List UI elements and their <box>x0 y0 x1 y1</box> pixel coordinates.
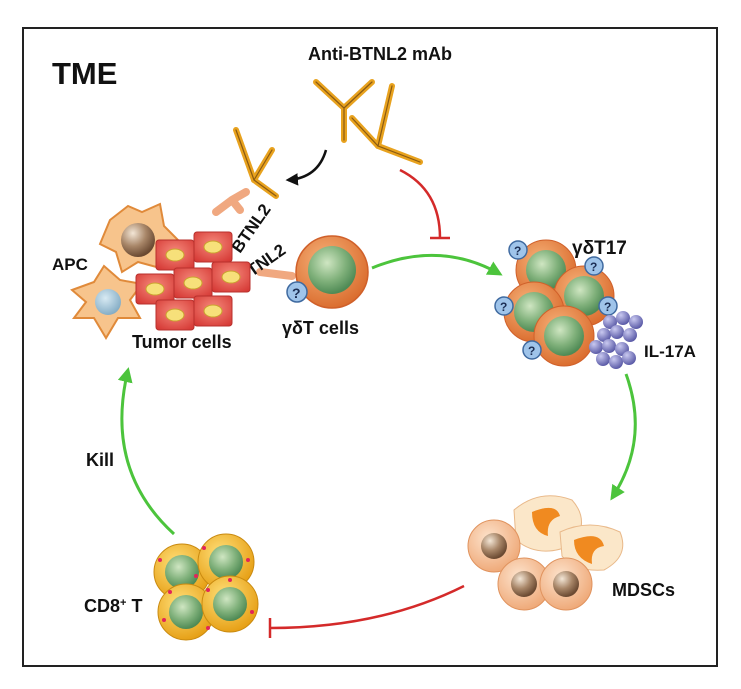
tumor-cells-label: Tumor cells <box>132 332 232 352</box>
antibody-right-icon <box>349 83 423 165</box>
mdscs-cluster <box>467 495 624 611</box>
tumor-cell-icon <box>211 261 251 293</box>
tcr-receptor-icon: ? <box>508 240 528 260</box>
tumor-cell-icon <box>193 295 233 327</box>
svg-text:?: ? <box>292 285 301 301</box>
bound-antibody-icon <box>233 127 279 199</box>
apc-cell-lower-icon <box>70 264 144 340</box>
activation-arrow-gdt17-to-mdscs <box>610 373 637 501</box>
mdsc-cell-icon <box>497 557 551 611</box>
granule-dots <box>158 546 254 630</box>
tumor-cells-cluster <box>135 231 251 331</box>
gdt-cell-icon: ? <box>286 235 369 309</box>
btnl2-receptor-upper-icon <box>212 188 250 216</box>
cd8-t-cell-cluster <box>153 533 259 641</box>
tcr-receptor-icon: ? <box>522 340 542 360</box>
tcr-receptor-icon: ? <box>598 296 618 316</box>
anti-btnl2-antibody-pair <box>313 79 423 165</box>
inhibition-mdscs-to-cd8 <box>268 584 465 638</box>
il17a-cytokine-cluster <box>589 311 643 369</box>
tumor-cell-icon <box>155 239 195 271</box>
gdt-cells-label: γδT cells <box>282 318 359 338</box>
mdscs-label: MDSCs <box>612 580 675 600</box>
activation-arrow-gdt-to-gdt17 <box>371 253 503 276</box>
svg-text:?: ? <box>590 260 597 274</box>
tumor-cell-icon <box>173 267 213 299</box>
svg-text:?: ? <box>528 344 535 358</box>
tumor-cell-icon <box>193 231 233 263</box>
tcr-receptor-icon: ? <box>286 281 308 303</box>
btnl2-receptor-lower-icon <box>256 268 296 280</box>
il17a-label: IL-17A <box>644 342 696 361</box>
diagram-frame <box>22 27 718 667</box>
gdt17-cell-icon <box>533 305 595 367</box>
antibody-left-icon <box>313 79 375 143</box>
svg-text:?: ? <box>514 244 521 258</box>
apc-label: APC <box>52 255 88 274</box>
svg-text:?: ? <box>604 300 611 314</box>
tumor-cell-icon <box>155 299 195 331</box>
kill-arrow <box>117 367 176 536</box>
gdt17-label: γδT17 <box>572 238 627 259</box>
tcr-receptor-icon: ? <box>494 296 514 316</box>
inhibition-antibody-to-gdt17 <box>399 168 450 240</box>
tme-title: TME <box>52 56 117 91</box>
tumor-cell-icon <box>135 273 175 305</box>
mdsc-cell-icon <box>539 557 593 611</box>
tcr-receptor-icon: ? <box>584 256 604 276</box>
antibody-label: Anti-BTNL2 mAb <box>308 44 452 64</box>
svg-text:?: ? <box>500 300 507 314</box>
cd8-t-cell-icon <box>157 583 215 641</box>
mdsc-cell-icon <box>467 519 521 573</box>
cd8-t-cell-icon <box>201 575 259 633</box>
kill-label: Kill <box>86 450 114 470</box>
gdt17-cluster: ? ? ? ? ? <box>494 239 618 367</box>
binding-arrow <box>285 149 328 186</box>
cd8-t-label: CD8+ T <box>84 596 142 616</box>
